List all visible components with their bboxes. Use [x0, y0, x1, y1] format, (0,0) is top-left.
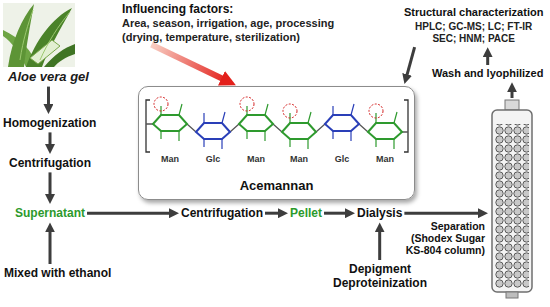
node-body-text: HPLC; GC-MS; LC; FT-IR SEC; HNM; PACE — [412, 21, 536, 45]
aloe-gel — [30, 40, 60, 64]
flow-arrow — [378, 228, 381, 260]
sugar-label: Man — [155, 154, 185, 165]
column-caption: Separation (Shodex Sugar KS-804 column) — [395, 220, 485, 256]
column-cap — [505, 100, 519, 110]
node-text: Aloe vera gel — [8, 69, 89, 85]
node-text: Depigment Deproteinization — [328, 262, 432, 291]
process-step: Dialysis — [357, 206, 402, 220]
substituent — [204, 112, 225, 149]
node-text: Supernatant — [15, 206, 85, 220]
repeat-bracket — [146, 100, 408, 152]
sugar-label: Man — [370, 154, 400, 165]
leaf-highlight — [20, 10, 70, 60]
sugar-label: Glc — [198, 154, 228, 165]
node-text: Mixed with ethanol — [4, 266, 111, 280]
node-text: Homogenization — [3, 116, 96, 130]
mannose-ring — [282, 123, 316, 139]
aloe-photo — [3, 3, 75, 67]
source-step: Aloe vera gel — [8, 69, 89, 85]
acemannan-structure — [146, 97, 408, 152]
acetyl-mark — [154, 97, 168, 111]
node-text: Wash and lyophilized — [432, 67, 543, 80]
fraction-step: Pellet — [290, 206, 322, 220]
acetyl-mark — [283, 104, 297, 118]
product-box: Acemannan — [138, 86, 415, 200]
photo-ground — [3, 3, 75, 67]
substituent — [247, 104, 268, 141]
flow-arrow — [87, 212, 173, 215]
process-step: Centrifugation — [181, 206, 263, 220]
flow-arrow — [47, 87, 50, 108]
glucose-ring — [325, 115, 359, 131]
process-step: Wash and lyophilized — [432, 67, 543, 80]
analysis-step: Structural characterizationHPLC; GC-MS; … — [404, 6, 543, 45]
acetyl-mark — [369, 104, 383, 118]
node-text: Centrifugation — [9, 156, 91, 170]
node-text: Separation (Shodex Sugar KS-804 column) — [395, 220, 485, 256]
sugar-label: Glc — [327, 154, 357, 165]
influence-arrow — [151, 45, 227, 81]
flow-arrow — [404, 212, 482, 215]
node-text: Dialysis — [357, 206, 402, 220]
flow-arrow — [49, 228, 52, 264]
node-text: Structural characterization — [404, 6, 543, 19]
substituent — [161, 104, 182, 141]
flow-arrow — [49, 132, 52, 148]
column-body — [492, 110, 532, 292]
separation-column: Separation (Shodex Sugar KS-804 column) — [490, 100, 534, 298]
column-drawing — [492, 100, 532, 298]
column-beads — [495, 124, 529, 288]
process-step: Homogenization — [3, 116, 96, 130]
mannose-ring — [239, 115, 273, 131]
node-text: Acemannan — [240, 178, 314, 194]
glucose-ring — [196, 123, 230, 139]
flow-arrow — [265, 212, 282, 215]
flow-arrow — [486, 53, 489, 65]
flow-arrow — [511, 88, 514, 98]
node-text: Pellet — [290, 206, 322, 220]
process-step: Mixed with ethanol — [4, 266, 111, 280]
process-step: Centrifugation — [9, 156, 91, 170]
mannose-ring — [153, 115, 187, 131]
node-body-text: Area, season, irrigation, age, processin… — [122, 17, 352, 43]
flow-arrow — [49, 172, 52, 198]
node-text: Influencing factors: — [122, 2, 352, 16]
node-text: Centrifugation — [181, 206, 263, 220]
sugar-label: Man — [241, 154, 271, 165]
process-step: Depigment Deproteinization — [328, 262, 432, 291]
column-outlet — [506, 292, 518, 298]
substituent — [333, 104, 354, 141]
flow-arrow — [406, 47, 415, 78]
mannose-ring — [368, 123, 402, 139]
sugar-label: Man — [284, 154, 314, 165]
factor-note: Influencing factors:Area, season, irriga… — [122, 2, 352, 44]
acetyl-mark — [240, 97, 254, 111]
flow-arrow — [324, 212, 349, 215]
fraction-step: Supernatant — [15, 206, 85, 220]
